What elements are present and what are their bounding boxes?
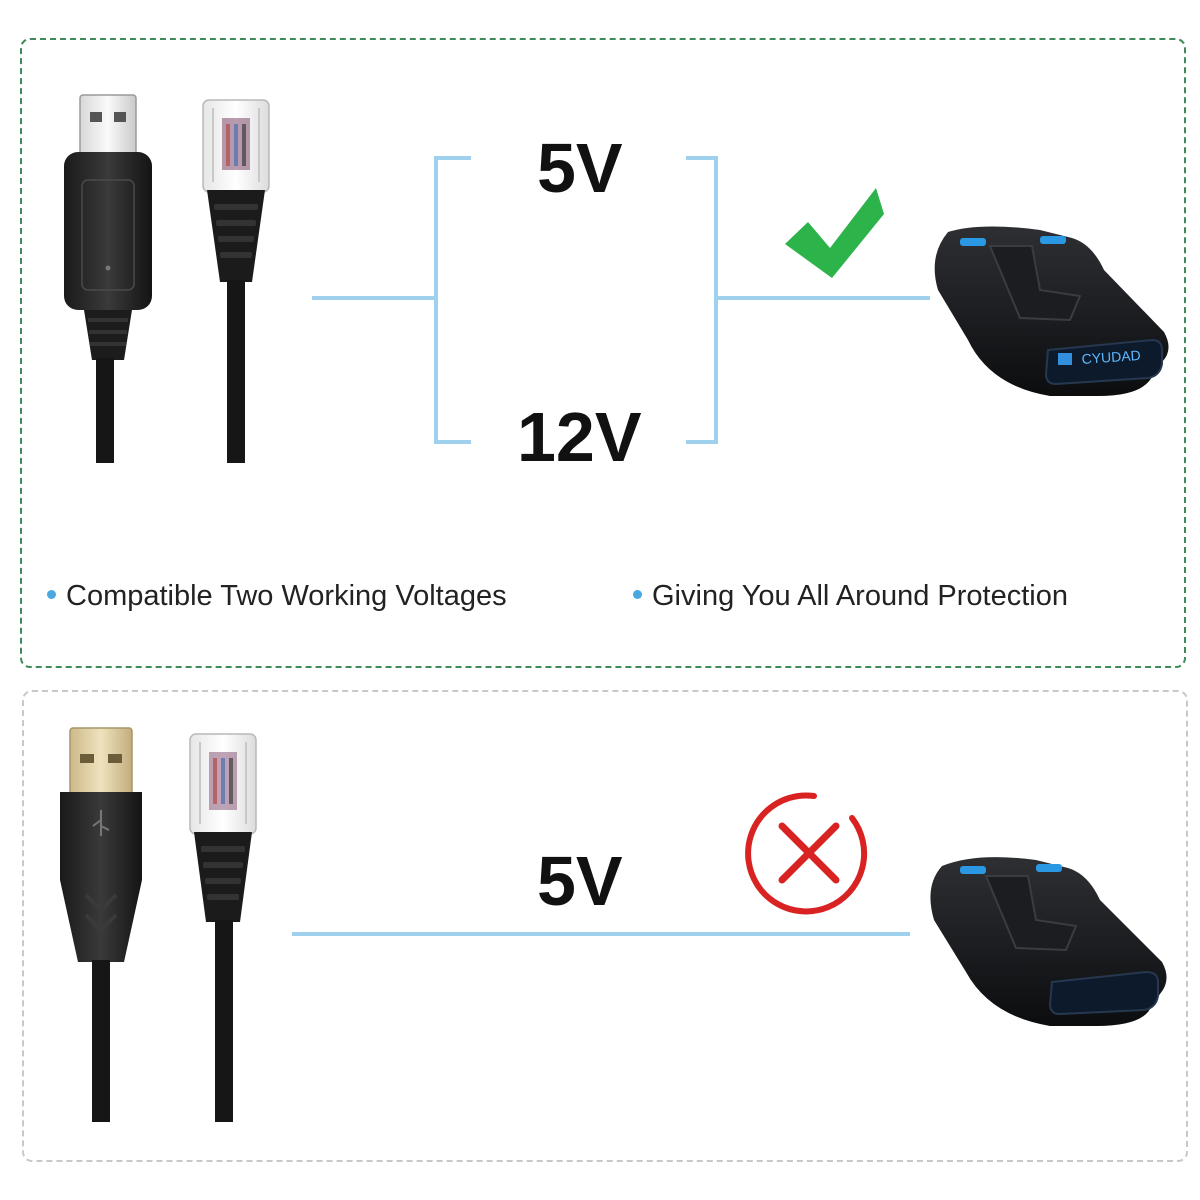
rj-cable-bottom [189, 733, 257, 1122]
checkmark-icon [785, 188, 884, 278]
cross-circle-icon [745, 792, 868, 915]
usb-cable-bottom [60, 727, 142, 1122]
usb-cable-top [64, 94, 152, 463]
incompatible-panel [22, 690, 1188, 1162]
radar-detector-top: CYUDAD [934, 226, 1169, 396]
feature-text: Compatible Two Working Voltages [66, 580, 507, 612]
compatible-panel [20, 38, 1186, 668]
voltage-bracket-top [312, 156, 930, 444]
feature-item: Giving You All Around Protection [633, 580, 1068, 613]
bullet-icon [47, 589, 56, 599]
rj-cable-top [202, 99, 270, 463]
voltage-label-5v-bottom: 5V [537, 842, 623, 920]
bullet-icon [633, 589, 642, 599]
usb-symbol-icon [92, 810, 110, 836]
voltage-label-12v-top: 12V [517, 398, 642, 476]
radar-detector-bottom [930, 857, 1167, 1026]
feature-item: Compatible Two Working Voltages [47, 580, 507, 613]
detector-display-text: CYUDAD [1081, 347, 1141, 367]
feature-text: Giving You All Around Protection [652, 580, 1068, 612]
voltage-label-5v-top: 5V [537, 129, 623, 207]
